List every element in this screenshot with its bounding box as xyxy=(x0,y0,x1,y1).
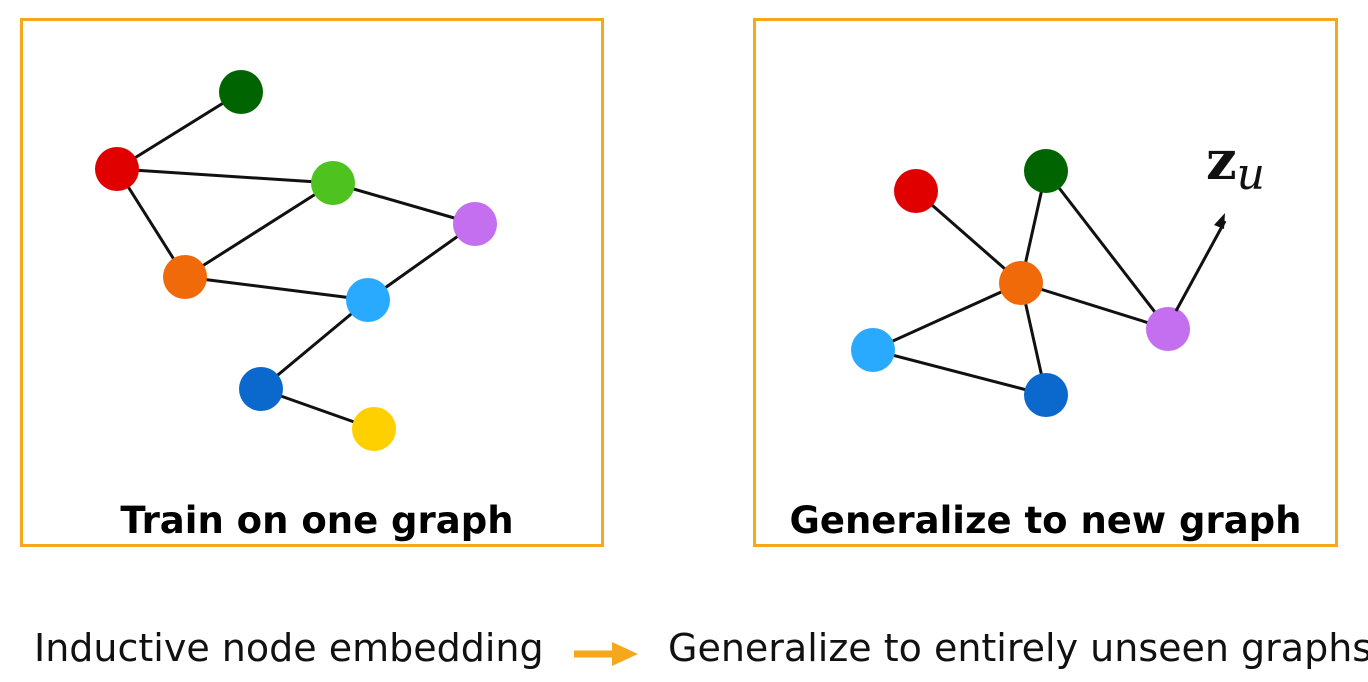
edge-orange-purple xyxy=(1020,281,1169,331)
train-graph-caption: Train on one graph xyxy=(120,499,514,542)
right-arrow-icon xyxy=(574,642,638,666)
edge-orange-lightblue xyxy=(184,275,369,302)
edge-green-purple xyxy=(332,181,476,226)
node-lightblue xyxy=(346,278,390,322)
embedding-arrow xyxy=(1174,220,1227,312)
new-graph-caption: Generalize to new graph xyxy=(789,499,1302,542)
node-blue xyxy=(239,367,283,411)
edge-lightblue-blue xyxy=(872,348,1047,397)
new-graph-panel: zu Generalize to new graph xyxy=(753,18,1338,547)
train-graph-panel: Train on one graph xyxy=(20,18,604,547)
node-blue xyxy=(1024,373,1068,417)
generalize-unseen-label: Generalize to entirely unseen graphs xyxy=(668,626,1368,670)
edge-darkgreen-purple xyxy=(1044,170,1170,330)
embedding-label-main: z xyxy=(1206,128,1237,192)
inductive-embedding-label: Inductive node embedding xyxy=(34,626,544,670)
node-darkgreen xyxy=(1024,149,1068,193)
node-yellow xyxy=(352,407,396,451)
node-orange xyxy=(999,261,1043,305)
node-purple xyxy=(453,202,497,246)
node-darkgreen xyxy=(219,70,263,114)
node-lightblue xyxy=(851,328,895,372)
embedding-arrowhead xyxy=(1214,213,1225,229)
edge-green-orange xyxy=(184,181,334,279)
train-graph-diagram xyxy=(95,70,497,451)
edge-red-green xyxy=(116,167,334,185)
new-graph-diagram: zu xyxy=(851,128,1265,417)
node-green xyxy=(311,161,355,205)
edge-orange-lightblue xyxy=(872,281,1022,352)
node-red xyxy=(95,147,139,191)
node-red xyxy=(894,169,938,213)
node-purple xyxy=(1146,307,1190,351)
embedding-label: zu xyxy=(1206,128,1265,200)
edge-red-darkgreen xyxy=(116,90,242,171)
node-orange xyxy=(163,255,207,299)
edge-red-orange xyxy=(915,189,1022,285)
embedding-label-subscript: u xyxy=(1237,149,1265,200)
edge-lightblue-blue xyxy=(260,298,369,391)
